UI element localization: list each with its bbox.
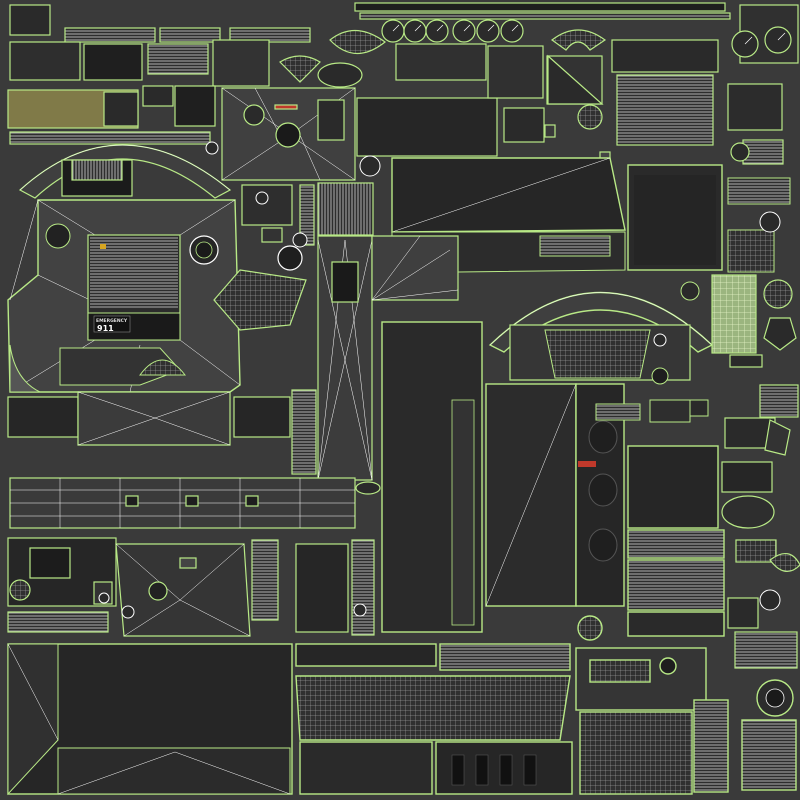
emergency-placard-line1: EMERGENCY (96, 318, 128, 324)
right-column (711, 274, 800, 669)
center-console-top (221, 29, 386, 181)
upper-left-islands (7, 85, 232, 199)
emergency-placard (93, 315, 131, 333)
upper-center-islands (356, 29, 784, 165)
gauge-cluster (381, 19, 792, 58)
lower-left-islands (7, 537, 375, 637)
small-circular-parts (98, 141, 781, 619)
mid-left-islands (7, 389, 381, 529)
dashboard-right-arch (488, 281, 714, 423)
door-panels (381, 321, 725, 637)
dashboard-left-panel: EMERGENCY 911 (7, 199, 307, 393)
center-column (241, 182, 459, 481)
emergency-placard-number: 911 (97, 324, 114, 333)
bottom-islands (7, 615, 797, 796)
